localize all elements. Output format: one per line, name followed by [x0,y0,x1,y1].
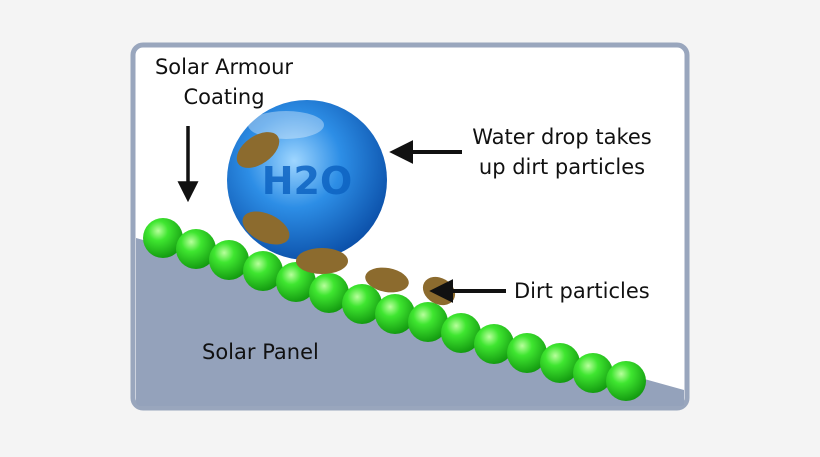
water-drop-label-line1: Water drop takes [472,125,652,149]
coating-bead [474,324,514,364]
coating-bead [276,262,316,302]
water-droplet: H2O [227,100,387,260]
coating-bead [143,218,183,258]
water-drop-label: Water drop takes up dirt particles [452,122,672,182]
coating-bead [209,240,249,280]
dirt-particle [365,267,409,293]
droplet-highlight [248,111,324,139]
dirt-particles-label: Dirt particles [514,279,650,303]
coating-bead [573,353,613,393]
water-drop-label-line2: up dirt particles [478,155,646,179]
dirt-particle [296,248,348,274]
dirt-particle [242,211,290,245]
coating-label: Solar Armour Coating [136,52,312,112]
coating-bead [342,284,382,324]
solar-panel-label: Solar Panel [202,340,319,364]
coating-bead [243,251,283,291]
coating-bead [507,333,547,373]
coating-bead [408,302,448,342]
droplet-label: H2O [262,159,353,203]
coating-bead [176,229,216,269]
coating-bead [441,313,481,353]
coating-bead [606,361,646,401]
coating-bead [375,294,415,334]
coating-label-line2: Coating [183,85,265,109]
coating-bead [540,343,580,383]
coating-beads [143,218,646,401]
dirt-particle [236,132,280,168]
coating-label-line1: Solar Armour [154,55,294,79]
coating-bead [309,273,349,313]
